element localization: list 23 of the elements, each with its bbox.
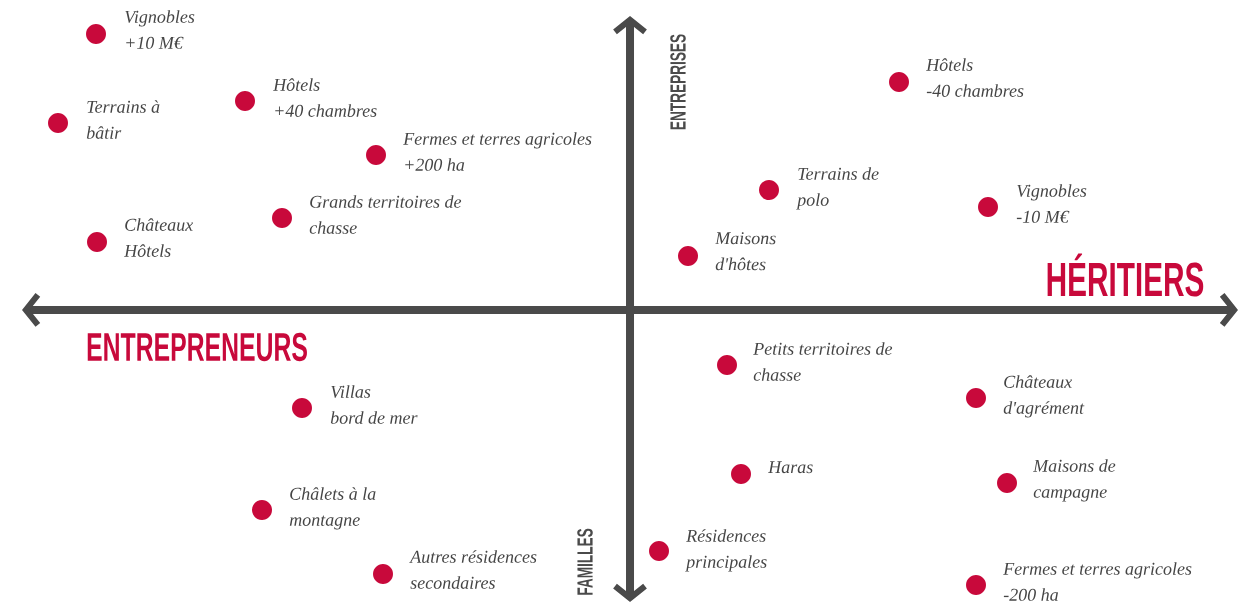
item-label: Fermes et terres agricoles -200 ha <box>1003 562 1192 601</box>
item-label: Terrains à bâtir <box>86 100 160 139</box>
item-label: Petits territoires de chasse <box>753 342 893 381</box>
item-label: Grands territoires de chasse <box>309 195 462 234</box>
axis-title: HÉRITIERS <box>1047 253 1204 297</box>
item-label: Villas bord de mer <box>330 385 418 424</box>
item-label: Châteaux Hôtels <box>124 218 194 257</box>
item-label: Haras <box>768 461 813 474</box>
item-label: Vignobles -10 M€ <box>1016 184 1087 223</box>
item-label: Fermes et terres agricoles +200 ha <box>403 132 592 171</box>
item-label: Maisons d'hôtes <box>715 232 776 271</box>
item-label: Vignobles +10 M€ <box>125 10 195 49</box>
item-label: Maisons de campagne <box>1033 459 1116 502</box>
item-label: Hôtels -40 chambres <box>926 58 1024 97</box>
item-label: Châteaux d'agrément <box>1003 375 1085 418</box>
item-label: Autres résidences secondaires <box>409 550 537 589</box>
item-label: Hôtels +40 chambres <box>273 78 377 117</box>
item-label: Terrains de polo <box>796 167 879 210</box>
axis-title: ENTREPRENEURS <box>87 332 307 362</box>
item-label: Résidences principales <box>685 529 767 572</box>
item-label: Châlets à la montagne <box>289 487 376 530</box>
axis-title: FAMILLES <box>577 528 593 595</box>
axis-title: ENTREPRISES <box>670 34 686 130</box>
